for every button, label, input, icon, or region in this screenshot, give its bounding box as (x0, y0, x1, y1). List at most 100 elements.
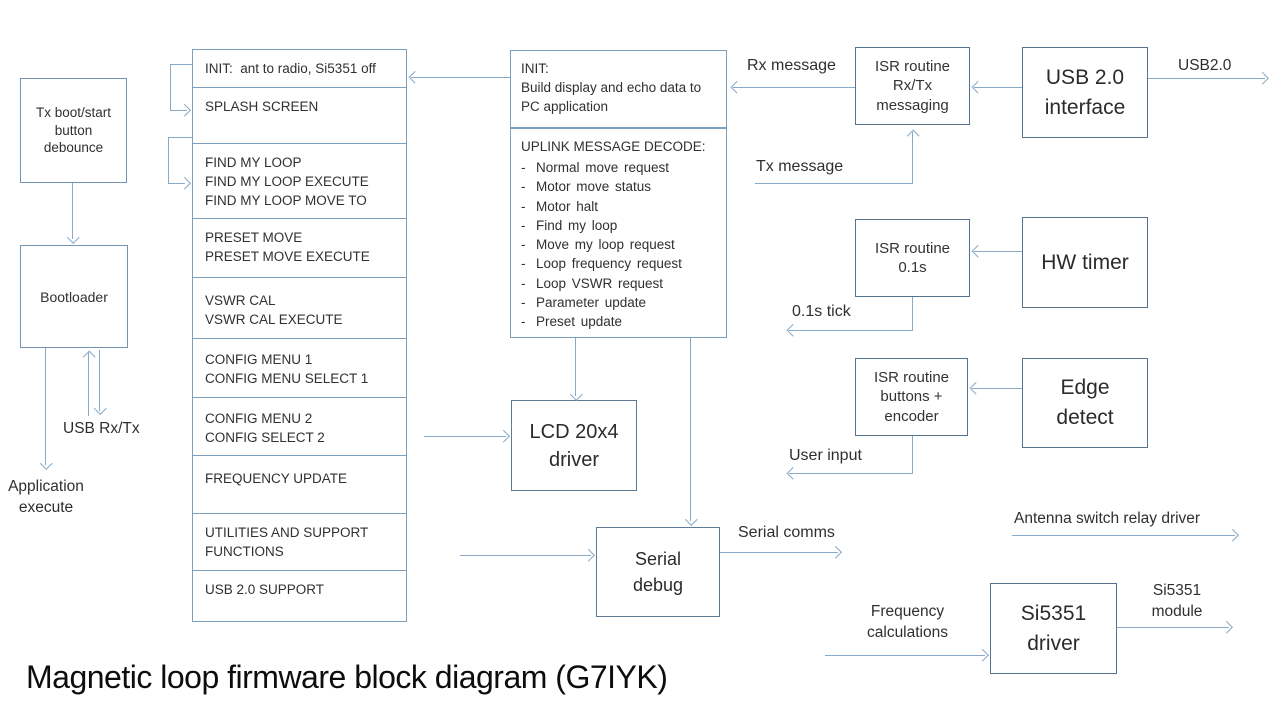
arrowhead-down-icon (67, 231, 80, 244)
arrowhead-left-icon (972, 81, 985, 94)
state-init: INIT: ant to radio, Si5351 off (192, 48, 407, 89)
uplink-item: -Parameter update (521, 295, 647, 311)
uplink-item: -Find my loop (521, 217, 618, 233)
node-tx-boot-debounce: Tx boot/start button debounce (20, 78, 127, 183)
arrowhead-right-icon (497, 430, 510, 443)
state-splash: SPLASH SCREEN (192, 87, 407, 145)
uplink-item-list: -Normal move request -Motor move status … (511, 156, 726, 332)
node-isr-rxtx: ISR routine Rx/Tx messaging (855, 47, 970, 125)
arrow-tx-message (755, 183, 913, 185)
label-frequency-calculations: Frequency calculations (867, 603, 948, 641)
node-init-display: INIT: Build display and echo data to PC … (510, 50, 727, 128)
arrowhead-up-icon (907, 130, 920, 143)
arrow-uplink-to-serial (690, 338, 692, 521)
arrowhead-up-icon (83, 351, 96, 364)
node-bootloader: Bootloader (20, 245, 128, 348)
arrowhead-right-icon (178, 104, 191, 117)
arrowhead-left-icon (970, 382, 983, 395)
node-serial-debug: Serial debug (596, 527, 720, 617)
arrowhead-down-icon (40, 457, 53, 470)
arrow-tx-message (912, 132, 914, 184)
arrow-tick (912, 297, 914, 330)
loop-init-to-splash (170, 110, 187, 112)
node-hw-timer: HW timer (1022, 217, 1148, 308)
label-user-input: User input (789, 447, 862, 464)
arrow-freq-calc (825, 655, 985, 657)
label-tx-message: Tx message (756, 158, 844, 175)
arrowhead-right-icon (1226, 529, 1239, 542)
arrowhead-right-icon (178, 177, 191, 190)
state-find-my-loop: FIND MY LOOP FIND MY LOOP EXECUTE FIND M… (192, 143, 407, 220)
label-application-execute: Application execute (8, 478, 84, 516)
arrow-user-input (912, 436, 914, 473)
arrowhead-right-icon (1220, 621, 1233, 634)
state-frequency-update: FREQUENCY UPDATE (192, 454, 407, 515)
arrowhead-left-icon (787, 324, 800, 337)
arrowhead-down-icon (570, 388, 583, 401)
label-antenna-driver: Antenna switch relay driver (1014, 510, 1201, 527)
label-tick: 0.1s tick (792, 303, 851, 320)
node-uplink-decode: UPLINK MESSAGE DECODE: -Normal move requ… (510, 128, 727, 338)
arrow-tick (789, 330, 913, 332)
arrow-debounce-to-bootloader (72, 183, 74, 239)
arrowhead-left-icon (409, 71, 422, 84)
arrow-states-to-serial (460, 555, 591, 557)
loop-splash-to-find (168, 137, 192, 139)
arrowhead-left-icon (787, 467, 800, 480)
loop-init-to-splash (170, 64, 192, 66)
uplink-item: -Preset update (521, 314, 623, 330)
arrowhead-left-icon (731, 81, 744, 94)
arrow-init-to-states (411, 77, 510, 79)
state-utilities: UTILITIES AND SUPPORT FUNCTIONS (192, 513, 407, 572)
state-preset-move: PRESET MOVE PRESET MOVE EXECUTE (192, 217, 407, 278)
arrow-edge-to-isr (972, 388, 1022, 390)
node-edge-detect: Edge detect (1022, 358, 1148, 448)
arrow-si5351-module (1117, 627, 1229, 629)
arrowhead-left-icon (972, 245, 985, 258)
uplink-item: -Move my loop request (521, 237, 675, 253)
arrow-bootloader-to-app-execute (45, 348, 47, 465)
state-usb-support: USB 2.0 SUPPORT (192, 570, 407, 623)
uplink-item: -Motor move status (521, 179, 652, 195)
arrowhead-right-icon (1256, 72, 1269, 85)
arrow-uplink-to-lcd (575, 338, 577, 396)
node-lcd-driver: LCD 20x4 driver (511, 400, 637, 491)
arrow-user-input (789, 473, 913, 475)
label-serial-comms: Serial comms (738, 524, 835, 541)
arrow-usbif-to-isr (974, 87, 1022, 89)
uplink-item: -Normal move request (521, 160, 670, 175)
firmware-state-list: INIT: ant to radio, Si5351 off SPLASH SC… (192, 48, 407, 623)
arrowhead-down-icon (94, 402, 107, 415)
label-usb20: USB2.0 (1178, 57, 1232, 74)
label-usb-rxtx: USB Rx/Tx (63, 420, 140, 437)
arrowhead-right-icon (582, 549, 595, 562)
arrow-usb20-out (1148, 78, 1265, 80)
loop-splash-to-find (168, 137, 170, 183)
label-si5351-module: Si5351 module (1151, 582, 1203, 620)
state-config-menu-2: CONFIG MENU 2 CONFIG SELECT 2 (192, 396, 407, 456)
arrow-serial-comms (720, 552, 838, 554)
loop-init-to-splash (170, 64, 172, 110)
loop-splash-to-find (168, 183, 185, 185)
arrow-antenna-driver (1012, 535, 1235, 537)
arrow-states-to-lcd (424, 436, 506, 438)
state-vswr-cal: VSWR CAL VSWR CAL EXECUTE (192, 276, 407, 340)
node-isr-buttons: ISR routine buttons + encoder (855, 358, 968, 436)
node-si5351-driver: Si5351 driver (990, 583, 1117, 674)
arrow-usb-tx (99, 350, 101, 411)
uplink-item: -Motor halt (521, 198, 599, 214)
node-isr-timer: ISR routine 0.1s (855, 219, 970, 297)
uplink-header: UPLINK MESSAGE DECODE: (521, 139, 706, 154)
uplink-item: -Loop VSWR request (521, 275, 664, 291)
arrow-usb-rx (88, 352, 90, 416)
arrowhead-down-icon (685, 513, 698, 526)
arrow-hwtimer-to-isr (974, 251, 1022, 253)
node-usb-interface: USB 2.0 interface (1022, 47, 1148, 138)
arrow-rx-message (733, 87, 855, 89)
uplink-item: -Loop frequency request (521, 256, 682, 272)
arrowhead-right-icon (829, 546, 842, 559)
arrowhead-right-icon (976, 649, 989, 662)
state-config-menu-1: CONFIG MENU 1 CONFIG MENU SELECT 1 (192, 338, 407, 399)
diagram-title: Magnetic loop firmware block diagram (G7… (26, 659, 668, 695)
